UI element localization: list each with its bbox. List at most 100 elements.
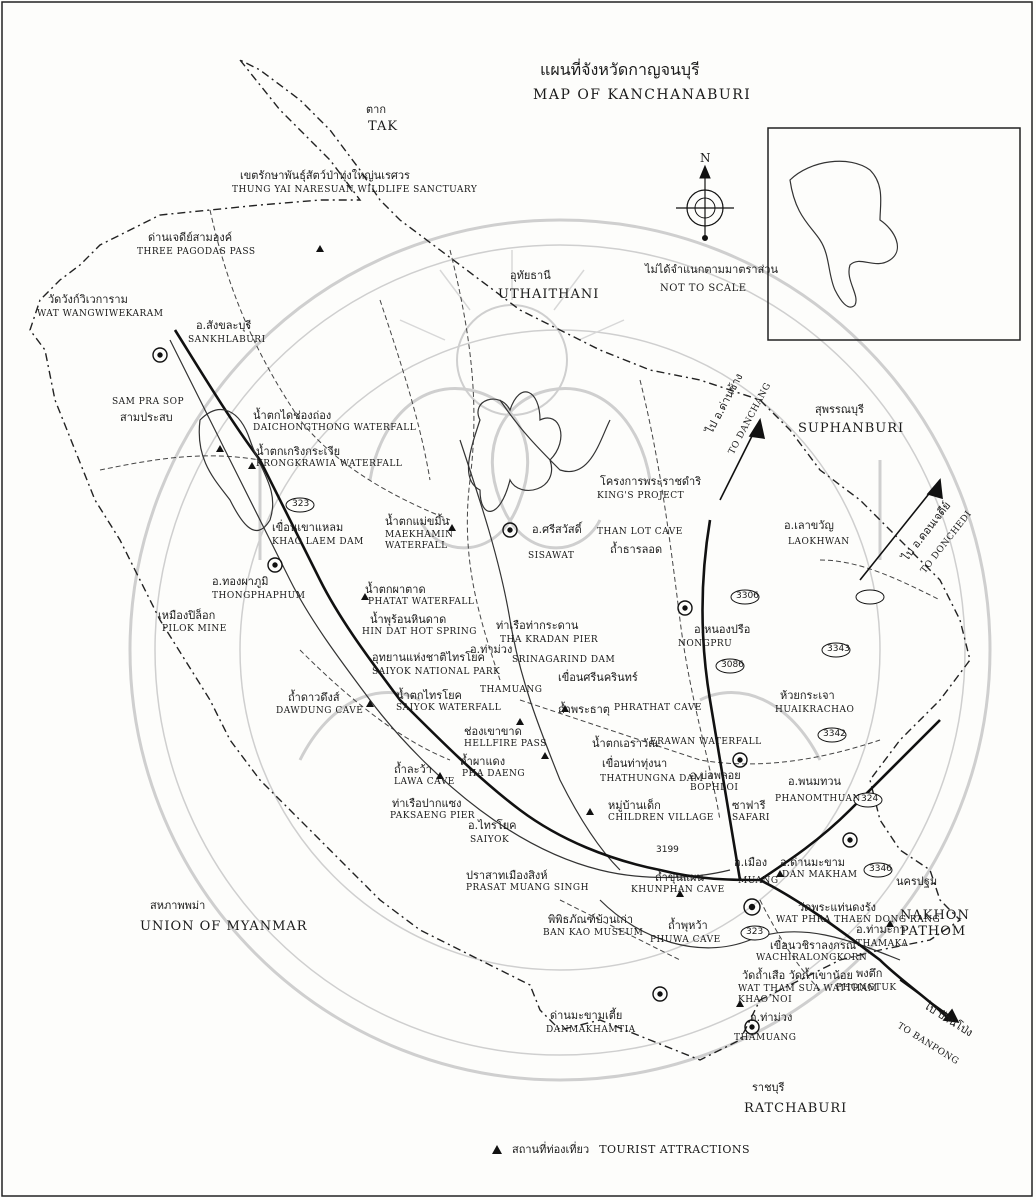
legend-label-thai: สถานที่ท่องเที่ยว (512, 1143, 590, 1156)
scale-note-thai: ไม่ได้จำแนกตามมาตราส่วน (645, 263, 778, 276)
place-thai: เขื่อนวชิราลงกรณ (770, 939, 857, 952)
place-thai: น้ำตกไทรโยค (396, 689, 462, 702)
road-number: 3086 (721, 660, 744, 670)
place-thai: พิพิธภัณฑ์บ้านเก่า (548, 913, 634, 926)
district-centers (152, 347, 858, 1035)
road-number: 3306 (736, 591, 759, 601)
place-label: THONGPHAPHUM (212, 591, 306, 601)
place-thai: อ.เมือง (734, 856, 768, 869)
place-label: BOPHLOI (690, 783, 739, 793)
place-label: PAKSAENG PIER (390, 811, 476, 821)
region-myanmar: UNION OF MYANMAR (140, 919, 308, 934)
place-thai: อ.ศรีสวัสดิ์ (532, 523, 582, 536)
place-label: KING'S PROJECT (597, 491, 685, 501)
place-thai: สามประสบ (120, 411, 173, 424)
place-thai: อ.ท่ามะกา (856, 923, 906, 936)
place-label: HELLFIRE PASS (464, 739, 547, 749)
place-label: SAFARI (732, 813, 770, 823)
place-thai: ถ้ำขุนแผน (655, 871, 704, 884)
place-label: PILOK MINE (162, 624, 227, 634)
place-thai: ท่าเรือท่ากระดาน (496, 619, 579, 632)
region-suphanburi-thai: สุพรรณบุรี (815, 403, 864, 416)
place-label: PRASAT MUANG SINGH (466, 883, 589, 893)
place-thai: ท่าเรือปากแซง (392, 797, 462, 810)
watermark-rays (399, 250, 625, 341)
road-number: 3199 (656, 845, 679, 855)
place-thai: เขื่อนท่าทุ่งนา (602, 757, 668, 770)
place-label: PHUWA CAVE (650, 935, 721, 945)
place-thai: น้ำตกเอราวัณ (592, 737, 659, 750)
place-label: SRINAGARIND DAM (512, 655, 616, 665)
region-tak-thai: ตาก (366, 103, 386, 116)
place-label: PHONGTUK (836, 983, 897, 993)
main-roads (173, 329, 951, 1021)
place-thai: อ.สังขละบุรี (196, 319, 252, 332)
place-label: SANKHLABURI (188, 335, 266, 345)
place-label: WAT WANGWIWEKARAM (37, 309, 164, 319)
road-number: 324 (861, 794, 879, 804)
place-label: THAMUANG (480, 685, 543, 695)
compass-north: N (700, 151, 711, 165)
place-label: SAIYOK WATERFALL (396, 703, 502, 713)
place-thai: ปราสาทเมืองสิงห์ (466, 869, 548, 882)
place-thai: น้ำตกไดช่องถ่อง (253, 409, 332, 422)
place-thai: ถ้ำพระธาตุ (558, 703, 610, 716)
region-uthaithani-thai: อุทัยธานี (510, 269, 551, 282)
place-label: PHRATHAT CAVE (614, 703, 702, 713)
place-label: KHUNPHAN CAVE (631, 885, 725, 895)
road-arrows (719, 417, 960, 1024)
place-label: KRONGKRAWIA WATERFALL (256, 459, 403, 469)
inset-thailand-map (767, 127, 1021, 341)
place-label: THAN LOT CAVE (597, 527, 683, 537)
region-ratchaburi: RATCHABURI (744, 1101, 848, 1116)
place-thai: เหมืองปิล็อก (158, 609, 216, 622)
road-number: 3346 (869, 864, 892, 874)
legend-label: TOURIST ATTRACTIONS (599, 1142, 751, 1156)
place-label: ERAWAN WATERFALL (650, 737, 762, 747)
region-uthaithani: UTHAITHANI (498, 287, 600, 302)
road-number-badges (285, 497, 893, 941)
place-thai: วัดพระแท่นดงรัง (798, 901, 877, 914)
place-label: THUNG YAI NARESUAN WILDLIFE SANCTUARY (232, 185, 478, 195)
place-label: DANMAKHAMTIA (546, 1025, 636, 1035)
place-label: DAN MAKHAM (782, 870, 858, 880)
road-number: 3343 (827, 644, 850, 654)
place-thai: อ.ทองผาภูมิ (212, 575, 269, 588)
place-label: HUAIKRACHAO (775, 705, 855, 715)
place-thai: ซาฟารี (732, 799, 766, 812)
place-thai: อ.ท่าม่วง (470, 643, 513, 656)
map-title-english: MAP OF KANCHANABURI (533, 87, 752, 103)
place-thai: เขื่อนศรีนครินทร์ (558, 671, 638, 684)
region-nakhonpathom: NAKHON PATHOM (900, 908, 970, 939)
road-number: 3342 (823, 729, 846, 739)
place-label: NONGPRU (678, 639, 733, 649)
place-thai: ถ้ำธารลอด (610, 543, 663, 556)
region-myanmar-thai: สหภาพพม่า (150, 899, 206, 912)
place-label: DAWDUNG CAVE (276, 706, 364, 716)
place-thai: โครงการพระราชดำริ (600, 475, 702, 488)
place-label: SAIYOK (470, 835, 510, 845)
place-thai: อ.พนมทวน (788, 775, 842, 788)
place-label: DAICHONGTHONG WATERFALL (253, 423, 417, 433)
srinagarind-reservoir (467, 391, 562, 512)
place-thai: อุทยานแห่งชาติไทรโยค (372, 651, 485, 664)
place-label: SAM PRA SOP (112, 397, 185, 407)
place-label: HIN DAT HOT SPRING (362, 627, 477, 637)
attraction-markers (216, 245, 894, 1007)
place-label: WACHIRALONGKORN (756, 953, 868, 963)
region-nakhonpathom-thai: นครปฐม (896, 875, 938, 888)
place-thai: เขื่อนเขาแหลม (272, 521, 344, 534)
region-suphanburi: SUPHANBURI (798, 421, 905, 436)
place-thai: พงตึก (856, 967, 883, 980)
place-thai: น้ำพุร้อนหินดาด (370, 613, 447, 626)
compass-rose (676, 164, 734, 241)
map-title-thai: แผนที่จังหวัดกาญจนบุรี (540, 60, 700, 79)
region-ratchaburi-thai: ราชบุรี (752, 1081, 785, 1094)
place-label: MAEKHAMIN WATERFALL (385, 530, 454, 551)
place-thai: น้ำตกเกริงกระเวีย (256, 445, 341, 458)
place-label: LAWA CAVE (394, 777, 455, 787)
place-thai: วัดถ้ำเสือ วัดถ้ำเขาน้อย (742, 969, 853, 982)
place-label: WAT PHRA THAEN DONG RANG (776, 915, 941, 925)
